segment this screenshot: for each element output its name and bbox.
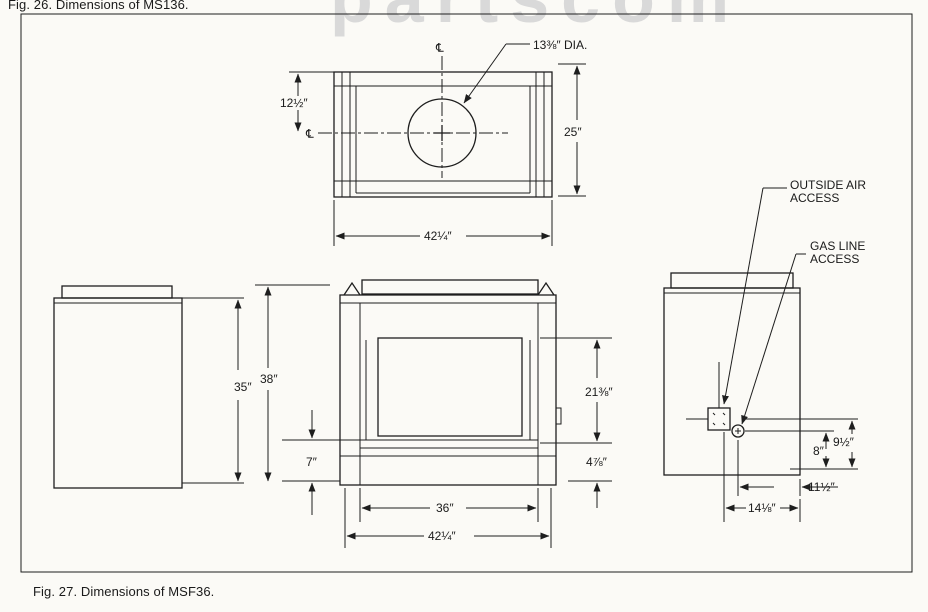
flue-diameter-label: 13⅜″ DIA. — [533, 38, 587, 52]
front-view: 7″ 21⅜″ 4⅞″ 36″ 42¼″ — [282, 279, 613, 548]
right-view: OUTSIDE AIR ACCESS GAS LINE ACCESS 8″ 9½… — [663, 178, 866, 522]
top-width-label: 42¼″ — [424, 229, 452, 243]
gas-height-label: 8″ — [813, 444, 825, 458]
front-width-label: 42¼″ — [428, 529, 456, 543]
air-height-label: 9½″ — [833, 435, 855, 449]
centerline-horizontal-symbol: ℄ — [305, 127, 314, 141]
height-38-label: 38″ — [260, 372, 278, 386]
opening-width-label: 36″ — [436, 501, 454, 515]
firebox-opening — [377, 337, 523, 437]
gas-line-label-line1: GAS LINE — [810, 239, 865, 253]
half-depth-label: 12½″ — [280, 96, 308, 110]
watermark: partscom — [330, 0, 741, 37]
outside-air-access-box — [707, 407, 731, 431]
gas-line-label-line2: ACCESS — [810, 252, 859, 266]
height-35-label: 35″ — [234, 380, 252, 394]
outside-air-label-line1: OUTSIDE AIR — [790, 178, 866, 192]
air-offset-label: 14⅛″ — [748, 501, 776, 515]
drawing-border — [20, 13, 913, 573]
gas-offset-label: 11½″ — [808, 480, 835, 494]
outside-air-label-line2: ACCESS — [790, 191, 839, 205]
figure-27-caption: Fig. 27. Dimensions of MSF36. — [33, 584, 215, 599]
depth-label: 25″ — [564, 125, 582, 139]
figure-26-caption: Fig. 26. Dimensions of MS136. — [8, 0, 189, 12]
top-view: ℄ ℄ 13⅜″ DIA. 12½″ 25″ 42¼″ — [280, 38, 587, 246]
opening-height-label: 21⅜″ — [585, 385, 613, 399]
centerline-vertical-symbol: ℄ — [435, 41, 444, 55]
height-7-label: 7″ — [306, 455, 318, 469]
side-view: 35″ 38″ — [53, 284, 330, 489]
gas-line-access-circle — [731, 424, 745, 438]
base-height-label: 4⅞″ — [586, 455, 608, 469]
